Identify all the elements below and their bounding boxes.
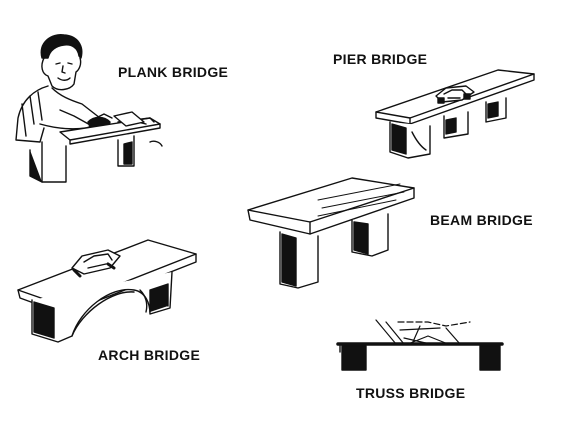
truss-bridge-drawing: [336, 319, 504, 371]
plank-bridge-label: PLANK BRIDGE: [118, 64, 229, 80]
arch-bridge-label: ARCH BRIDGE: [98, 347, 201, 363]
beam-bridge-drawing: [247, 177, 415, 289]
truss-bridge-label: TRUSS BRIDGE: [356, 385, 466, 401]
pier-bridge-label: PIER BRIDGE: [333, 51, 428, 67]
pier-bridge-drawing: [375, 69, 535, 159]
child-figure: [15, 34, 113, 143]
plank-bridge-drawing: [15, 34, 163, 183]
beam-bridge-label: BEAM BRIDGE: [430, 212, 533, 228]
arch-bridge-drawing: [17, 239, 197, 343]
